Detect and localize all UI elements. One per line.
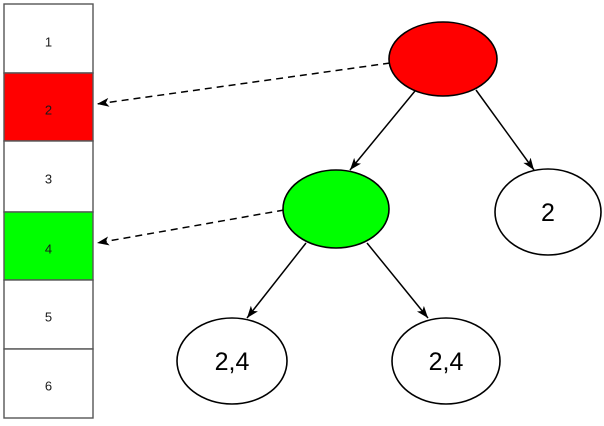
pointer-left-child-to-cell-4: [96, 209, 285, 246]
table-cell-4-label: 4: [45, 241, 52, 256]
table-cell-2-rect[interactable]: [3, 72, 94, 142]
tree-node-leaf-left-label: 2,4: [215, 348, 250, 376]
tree-node-leaf-left[interactable]: [176, 317, 288, 405]
table-cell-1-rect[interactable]: [3, 3, 94, 74]
tree-node-leaf-right-label: 2,4: [429, 348, 464, 376]
table-cell-3-label: 3: [45, 171, 52, 186]
table-cell-3-rect[interactable]: [3, 140, 94, 213]
table-cell-1-label: 1: [45, 34, 52, 49]
edge-left-child-to-leaf-right: [366, 242, 429, 319]
table-cell-6-label: 6: [45, 378, 52, 393]
record-table: 1 2 3 4 5 6: [3, 3, 94, 419]
tree-node-left-child[interactable]: [282, 169, 390, 249]
tree-edges: [246, 89, 535, 319]
table-cell-5-label: 5: [45, 309, 52, 324]
edge-root-to-left-child: [349, 90, 416, 171]
table-cell-4-rect[interactable]: [3, 211, 94, 281]
edge-left-child-to-leaf-left: [246, 242, 307, 319]
tree-node-right-child[interactable]: [494, 168, 602, 256]
pointer-edges: [96, 62, 391, 246]
tree-node-right-child-label: 2: [541, 199, 555, 227]
table-cell-2-label: 2: [45, 102, 52, 117]
pointer-root-to-cell-2: [96, 62, 391, 107]
edge-root-to-right-child: [475, 89, 535, 171]
tree-nodes: 2 2,4 2,4: [176, 21, 602, 405]
table-cell-6-rect[interactable]: [3, 348, 94, 419]
tree-node-leaf-right[interactable]: [391, 317, 501, 405]
tree-node-root[interactable]: [388, 21, 498, 97]
